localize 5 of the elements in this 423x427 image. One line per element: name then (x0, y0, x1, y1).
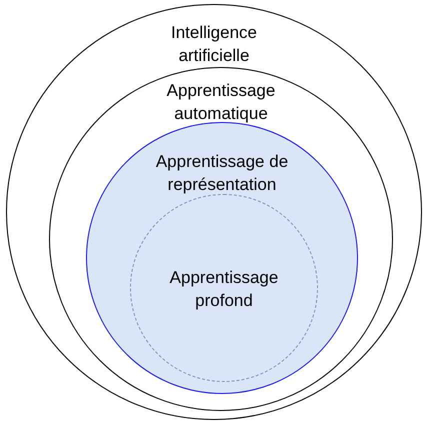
circle-label: Apprentissage automatique (166, 80, 276, 125)
circle-label: Intelligence artificielle (170, 22, 258, 67)
dashed-circle (130, 194, 318, 382)
circle-label: Apprentissage de représentation (154, 151, 290, 196)
circle-label: Apprentissage profond (168, 267, 280, 312)
